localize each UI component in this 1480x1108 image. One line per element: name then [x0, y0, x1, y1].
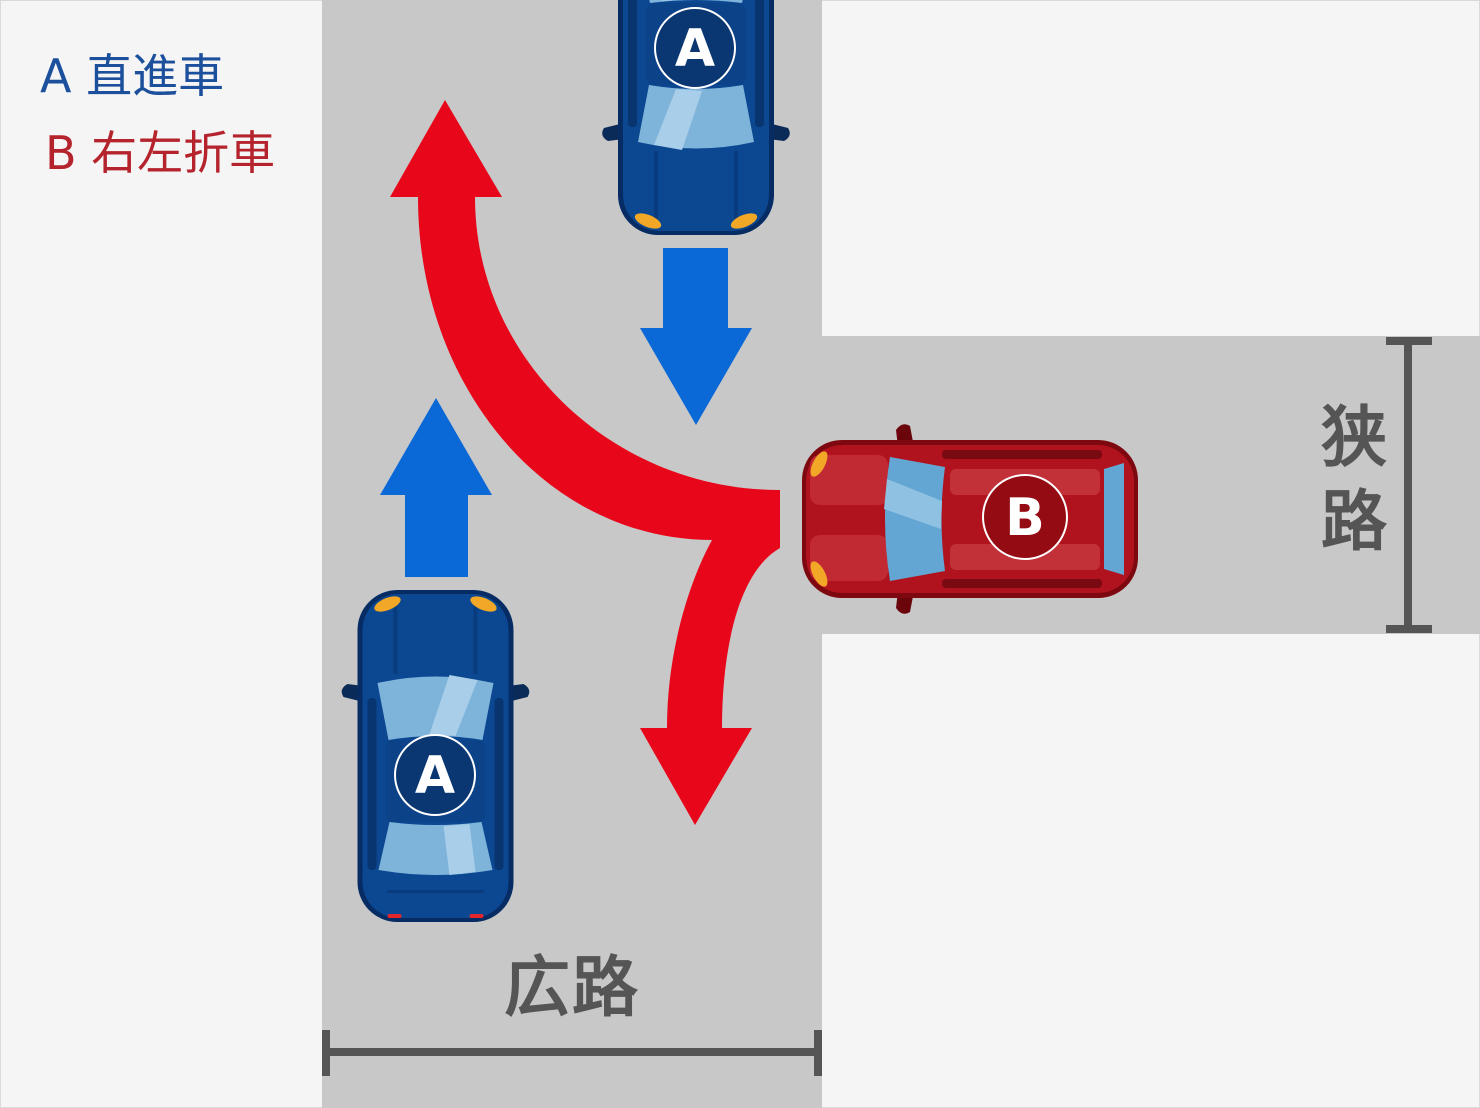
narrow-bar-line — [1404, 340, 1412, 630]
wide-road-width-bar — [322, 1030, 822, 1076]
car-a-bottom-badge — [394, 734, 476, 816]
rear-window — [649, 0, 743, 3]
car-a-bottom-label: A — [415, 746, 455, 806]
windshield-reflection — [654, 89, 702, 150]
wide-road-label: 広路 — [504, 949, 640, 1026]
left-headlight — [730, 213, 758, 229]
wide-bar-cap-right — [814, 1030, 822, 1076]
hood-line-left — [734, 151, 738, 223]
hood-line-right — [654, 151, 658, 223]
side-window-left — [942, 579, 1102, 588]
right-headlight — [470, 596, 497, 612]
car-b-label: B — [1005, 488, 1045, 548]
right-tail-light — [469, 914, 484, 918]
legend-turning-car: B 右左折車 — [45, 126, 276, 180]
turn-arrow — [390, 100, 780, 825]
windshield-reflection — [429, 675, 478, 736]
car-a-top-badge — [654, 7, 736, 89]
right-headlight — [634, 213, 662, 229]
narrow-road-width-bar — [1386, 337, 1432, 633]
side-window-left — [755, 0, 764, 127]
hood-line-right — [473, 602, 478, 674]
hood-line-left — [393, 602, 398, 674]
hood-panel-left — [810, 455, 888, 505]
trunk-line — [387, 890, 484, 893]
left-headlight — [810, 561, 828, 587]
left-headlight — [374, 596, 401, 612]
narrow-bar-cap-top — [1386, 337, 1432, 345]
straight-arrow-up — [380, 398, 492, 577]
car-b-badge — [982, 474, 1068, 560]
straight-arrow-down — [640, 248, 752, 425]
side-window-right — [628, 0, 637, 127]
wide-bar-cap-left — [322, 1030, 330, 1076]
side-window-left — [367, 698, 377, 870]
side-window-right — [494, 698, 504, 870]
rear-window-reflection — [443, 824, 476, 875]
wide-bar-line — [326, 1048, 818, 1056]
left-tail-light — [387, 914, 402, 918]
car-b — [802, 424, 1138, 614]
narrow-bar-cap-bottom — [1386, 625, 1432, 633]
side-window-right — [942, 450, 1102, 459]
rear-window — [1104, 463, 1124, 575]
car-a-top-label: A — [675, 19, 715, 79]
rear-window — [378, 822, 493, 875]
hood-panel-right — [810, 535, 888, 581]
right-headlight — [810, 451, 828, 477]
legend-straight-car: A 直進車 — [40, 49, 225, 103]
rear-window-reflection — [661, 0, 675, 1]
narrow-road-label: 狭路 — [1310, 402, 1387, 570]
windshield-reflection — [884, 479, 942, 529]
